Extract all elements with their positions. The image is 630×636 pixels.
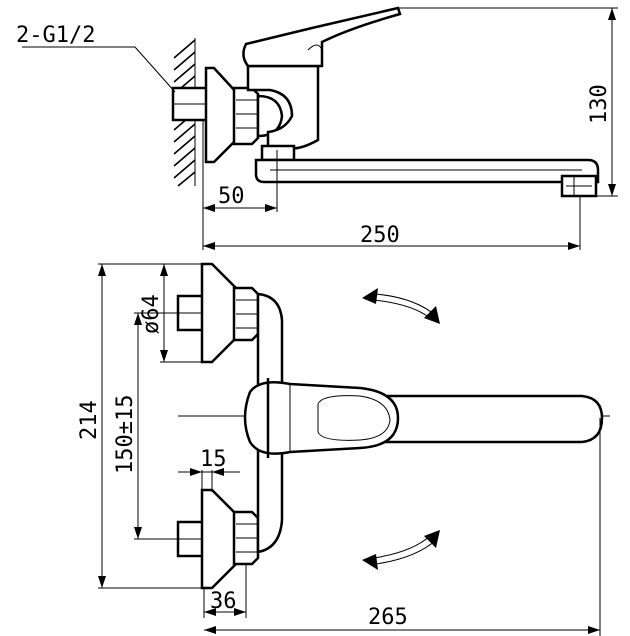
mixer-body [246,64,320,150]
body-width-dimension: 36 [210,589,237,614]
lower-flange [200,488,238,590]
total-length-dimension: 265 [368,605,408,630]
eccentric-nut [232,86,260,146]
center-distance-dimension: 150±15 [113,395,138,474]
thread-label: 2-G1/2 [16,23,95,48]
height-dimension: 130 [587,84,612,124]
wall-flange [204,66,238,164]
nut-width-dimension: 15 [200,447,227,472]
swivel-arrow-top-icon [362,288,440,324]
flange-diameter-dimension: ø64 [139,294,164,334]
swivel-arrow-bottom-icon [362,530,440,570]
offset-dimension: 50 [218,184,245,209]
spout [254,158,600,184]
upper-flange [200,262,238,364]
side-view: 2-G1/2 130 50 250 [16,6,618,250]
lever-handle [242,6,402,68]
spout-length-dimension: 250 [360,223,400,248]
top-view: ø64 214 150±15 15 36 265 [77,262,610,636]
total-height-dimension: 214 [77,400,102,440]
